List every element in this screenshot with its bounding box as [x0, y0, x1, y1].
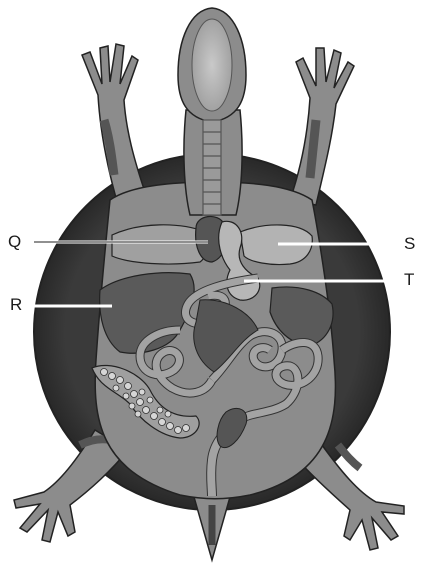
label-r: R [10, 296, 22, 313]
label-t: T [404, 271, 414, 288]
brain [192, 19, 232, 111]
trachea [203, 120, 221, 215]
left-lung [112, 225, 208, 264]
front-left-leg [82, 44, 146, 205]
tail [192, 490, 232, 560]
label-q: Q [8, 233, 21, 250]
front-right-leg [290, 48, 354, 205]
label-s: S [404, 235, 415, 252]
